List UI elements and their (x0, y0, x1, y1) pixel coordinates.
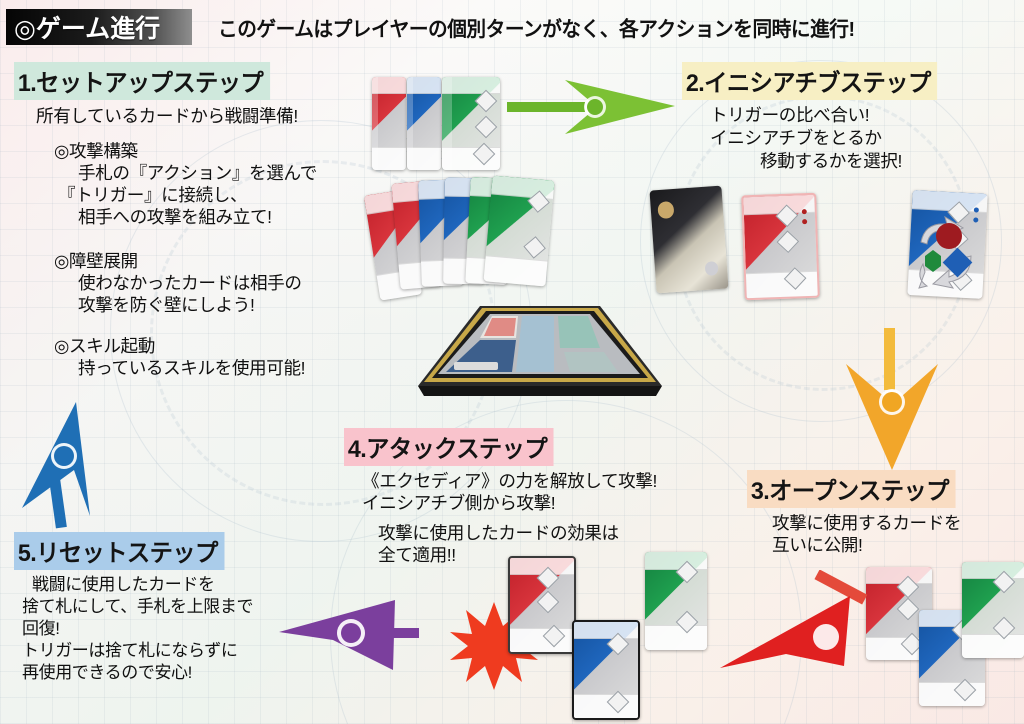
step-1-bullet-1-line-2: 『トリガー』に接続し、 (58, 185, 248, 205)
step-1-bullet-2-line-2: 攻撃を防ぐ壁にしよう! (78, 295, 255, 315)
step-4-heading: 4.アタックステップ (344, 428, 554, 466)
card-blue (572, 620, 640, 720)
step-5-line-1: 戦闘に使用したカードを (32, 575, 215, 594)
card-green (442, 77, 500, 170)
step-2-heading: 2.イニシアチブステップ (682, 62, 938, 100)
page-subtitle: このゲームはプレイヤーの個別ターンがなく、各アクションを同時に進行! (218, 18, 855, 41)
step-2-line-1: トリガーの比べ合い! (710, 105, 870, 125)
step-1-lead: 所有しているカードから戦闘準備! (36, 106, 298, 126)
step-1-bullet-1-title: ◎攻撃構築 (54, 141, 138, 161)
step-3-heading: 3.オープンステップ (747, 470, 956, 508)
arrow-step5-to-step1 (22, 402, 90, 529)
card-black (649, 185, 729, 294)
step-4-line-3: 攻撃に使用したカードの効果は (378, 523, 619, 543)
card-green (483, 175, 555, 287)
step-2-line-2: イニシアチブをとるか (710, 128, 882, 148)
step-1-bullet-3-title: ◎スキル起動 (54, 336, 155, 356)
cycle-node-red (936, 223, 962, 249)
step-2-line-3: 移動するかを選択! (760, 151, 903, 171)
cycle-node-green (925, 250, 941, 272)
page-title: ◎ゲーム進行 (14, 15, 161, 43)
card-blue (407, 77, 441, 170)
arrow-step2-to-step3 (846, 328, 938, 470)
card-red (372, 77, 406, 170)
step-4-line-4: 全て適用!! (378, 545, 456, 565)
step-3-line-1: 攻撃に使用するカードを (772, 513, 962, 533)
step-4-line-2: イニシアチブ側から攻撃! (362, 493, 556, 513)
step-1-bullet-2-title: ◎障壁展開 (54, 251, 138, 271)
page-title-bar: ◎ゲーム進行 (6, 9, 192, 45)
step-5-line-5: 再使用できるので安心! (22, 663, 192, 682)
step-3-line-2: 互いに公開! (772, 535, 863, 555)
arrow-step3-to-step4 (720, 570, 868, 668)
cycle-node-blue (942, 247, 973, 278)
card-red (508, 556, 576, 654)
game-board (418, 306, 662, 396)
step-1-bullet-1-line-1: 手札の『アクション』を選んで (78, 163, 317, 183)
arrow-step4-to-step5 (279, 600, 419, 670)
step-5-line-2: 捨て札にして、手札を上限まで (22, 597, 254, 616)
step-1-bullet-3-line-1: 持っているスキルを使用可能! (78, 358, 306, 378)
step-1-heading: 1.セットアップステップ (14, 62, 270, 100)
step-5-heading: 5.リセットステップ (14, 532, 225, 570)
step-5-line-3: 回復! (22, 619, 60, 638)
card-green (962, 562, 1024, 658)
card-red (741, 192, 820, 301)
step-5-line-4: トリガーは捨て札にならずに (22, 641, 238, 660)
rps-cycle-icon (918, 215, 973, 289)
step-1-bullet-1-line-3: 相手への攻撃を組み立て! (78, 207, 272, 227)
step-4-line-1: 《エクセディア》の力を解放して攻撃! (362, 471, 658, 491)
step-1-bullet-2-line-1: 使わなかったカードは相手の (78, 273, 302, 293)
arrow-step1-to-step2 (507, 80, 675, 134)
card-green (645, 552, 707, 650)
